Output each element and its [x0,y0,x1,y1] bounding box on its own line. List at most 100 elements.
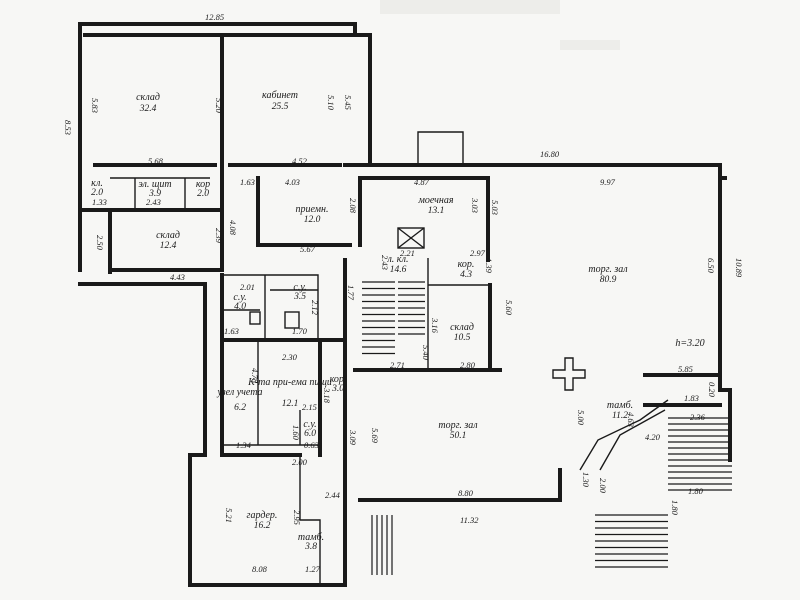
dim-label: 4.52 [292,156,308,166]
room-name: кабинет [262,90,298,101]
room-area: 2.0 [197,189,209,199]
room-area: 12.4 [160,241,177,251]
room-name: с.у. [293,282,306,293]
dim-label: 2.80 [460,360,476,370]
dim-label: 5.83 [90,98,100,113]
room-area: 32.4 [139,104,157,114]
room-name: узел учета [216,387,262,398]
dim-label: 5.00 [576,410,586,426]
room-area: 12.0 [304,215,321,225]
dim-label: 5.40 [421,345,431,361]
room-name: кл. [91,178,103,189]
room-name: кор. [330,374,347,385]
room-name: с.у. [233,292,246,303]
room-name: кор. [458,259,475,270]
room-area: 11.2 [612,411,628,421]
exterior-stair-bottom [595,514,668,568]
room-name: склад [450,322,474,333]
dim-label: 1.83 [684,393,699,403]
room-name: тамб. [607,400,633,411]
dim-label: 1.80 [688,486,704,496]
room-name: гардер. [247,510,278,521]
dim-label: 1.63 [224,326,239,336]
exterior-stair-right [668,417,732,491]
room-area: 12.1 [282,399,299,409]
sink-icon [249,311,261,325]
dim-label: 1.27 [305,564,321,574]
room-name: торг. зал [438,420,478,431]
dim-label: 2.71 [390,360,405,370]
room-name: с.у. [303,419,316,430]
room-area: 6.2 [234,403,246,413]
dim-label: 11.32 [460,515,479,525]
scan-smudge [380,0,560,14]
room-name: торг. зал [588,264,628,275]
dim-label: 3.16 [430,317,440,334]
dim-label: 1.80 [670,500,680,516]
dim-label: 3.09 [348,429,358,446]
dim-label: 2.21 [400,248,415,258]
dim-label: 8.53 [63,120,73,135]
dim-label: 4.87 [414,177,430,187]
room-name: кор [196,179,210,190]
dim-label: 8.08 [252,564,268,574]
dim-label: 5.20 [214,98,224,114]
dim-label: 2.15 [302,402,317,412]
dim-label: 5.69 [370,428,380,444]
room-area: 2.0 [91,188,103,198]
dim-label: 5.85 [678,364,693,374]
room-name: моечная [417,195,453,206]
room-name: К-та при-ема пищи [247,377,332,388]
room-area: 3.8 [304,542,317,552]
dim-label: 3.18 [322,387,332,404]
room-area: 3.5 [293,292,306,302]
dim-label: 4.78 [250,368,260,384]
dim-label: 4.03 [285,177,300,187]
dim-label: 16.80 [540,149,560,159]
dim-label: 1.63 [240,177,255,187]
dim-label: 1.70 [292,326,308,336]
elevator-shaft [397,227,425,249]
dim-label: 4.63 [626,412,636,427]
dim-label: 1.39 [484,258,494,274]
dim-label: 2.50 [95,235,105,251]
dim-label: 1.30 [581,472,591,488]
dim-label: 2.00 [598,478,608,494]
room-area: 13.1 [428,206,445,216]
dim-label: 5.21 [224,508,234,523]
dimension-labels: 12.85 16.80 5.83 8.53 5.20 5.10 5.45 5.6… [63,12,744,574]
dim-label: 2.36 [690,412,706,422]
room-area: 80.9 [600,275,617,285]
room-area: 25.5 [272,102,289,112]
room-area: 4.0 [234,302,246,312]
dim-label: 1.77 [346,285,356,301]
interior-walls [83,33,722,585]
room-area: 10.5 [454,333,471,343]
dim-label: 5.03 [490,200,500,215]
dim-label: 2.95 [292,510,302,525]
dim-label: 1.60 [291,425,301,441]
dim-label: 6.50 [706,258,716,274]
room-area: 3.0 [331,384,344,394]
room-name: приемн. [295,204,328,215]
exterior-stair-left [371,515,393,575]
room-name: эл. щит [138,179,171,190]
room-name: л. кл. [386,254,408,265]
dim-label: 2.44 [325,490,341,500]
dim-label: 0.63 [304,440,319,450]
dim-label: 5.45 [343,95,353,110]
cross-symbol [552,357,586,391]
dim-label: 8.80 [458,488,474,498]
main-staircase [362,281,425,355]
dim-label: 2.12 [310,300,320,316]
dim-label: 2.97 [470,248,486,258]
dim-label: 2.08 [348,198,358,214]
room-name: склад [156,230,180,241]
dim-label: 2.43 [146,197,161,207]
room-area: 3.9 [148,189,161,199]
room-area: 50.1 [450,431,467,441]
room-area: 4.3 [460,270,472,280]
scan-smudge [560,40,620,50]
dim-label: 2.01 [240,282,255,292]
